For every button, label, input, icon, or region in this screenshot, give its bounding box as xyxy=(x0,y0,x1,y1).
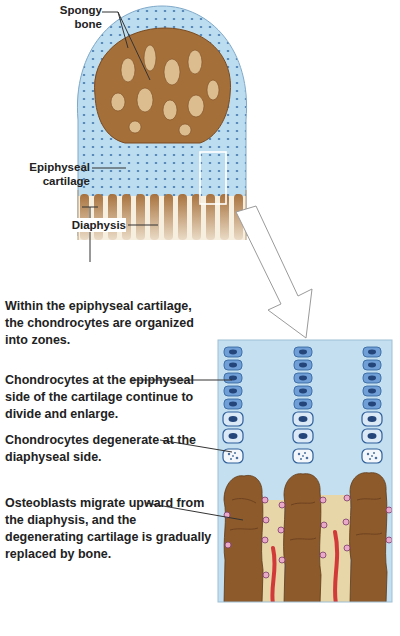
osteoblast xyxy=(343,519,349,525)
detail-view xyxy=(218,340,392,602)
spongy-bone xyxy=(95,28,231,143)
blood-vessel xyxy=(272,548,274,602)
chondrocyte xyxy=(224,347,242,357)
note-text: Within the epiphyseal cartilage, the cho… xyxy=(5,298,213,349)
marrow-space xyxy=(179,124,191,136)
bone-column xyxy=(122,194,131,240)
striation xyxy=(357,498,381,500)
enlarged-chondrocyte xyxy=(223,429,243,443)
osteoblast xyxy=(279,557,285,563)
striation xyxy=(290,538,316,540)
blood-vessel xyxy=(335,532,337,602)
leader-line xyxy=(102,12,128,48)
osteoblast xyxy=(263,572,269,578)
osteoblast xyxy=(263,517,269,523)
zoom-box xyxy=(200,152,226,204)
bone-column xyxy=(108,194,117,240)
zoom-arrow xyxy=(236,206,312,338)
bone-column xyxy=(178,194,187,240)
chondrocyte xyxy=(363,373,381,383)
striation xyxy=(232,499,256,503)
enlarged-chondrocyte xyxy=(223,412,243,426)
enlarged-chondrocyte xyxy=(362,412,382,426)
note-text: Osteoblasts migrate upward from the diap… xyxy=(5,495,213,563)
osteoblast xyxy=(386,507,392,513)
osteoblast xyxy=(320,497,326,503)
chondrocyte xyxy=(363,347,381,357)
chondrocyte xyxy=(363,386,381,396)
marrow-space xyxy=(111,93,125,111)
marrow-space xyxy=(137,88,153,112)
enlarged-chondrocyte xyxy=(293,412,313,426)
bone-column xyxy=(164,194,173,240)
enlarged-chondrocyte xyxy=(362,429,382,443)
degenerating-chondrocyte xyxy=(293,449,313,463)
marrow-space xyxy=(129,121,141,133)
chondrocyte xyxy=(224,386,242,396)
marrow-space xyxy=(188,50,202,74)
osteoblast xyxy=(225,542,231,548)
bracket xyxy=(82,207,98,262)
bone-trabeculae xyxy=(224,473,387,602)
chondrocyte xyxy=(224,399,242,409)
marrow-space xyxy=(207,80,219,100)
marrow-space xyxy=(144,45,156,71)
osteoblast xyxy=(386,537,392,543)
osteoblast xyxy=(344,495,350,501)
note-text: Chondrocytes degenerate at the diaphysea… xyxy=(5,432,213,466)
bone-column xyxy=(80,194,89,240)
chondrocyte xyxy=(294,386,312,396)
striation xyxy=(230,528,258,530)
trabecula xyxy=(350,473,387,602)
osteoblast xyxy=(262,537,268,543)
bone-edge xyxy=(78,190,79,240)
chondrocyte-columns xyxy=(223,347,382,463)
marrow-space xyxy=(121,58,135,82)
bone-column xyxy=(150,194,159,240)
trabecula xyxy=(224,475,263,602)
osteoblast xyxy=(344,545,350,551)
marrow-space xyxy=(163,100,177,120)
detail-frame xyxy=(218,340,392,602)
enlarged-chondrocyte xyxy=(293,429,313,443)
bone-column xyxy=(220,194,229,240)
chondrocyte xyxy=(363,360,381,370)
marrow-spaces xyxy=(111,45,219,136)
part-label: Diaphysis xyxy=(52,218,126,232)
note-text: Chondrocytes at the epiphyseal side of t… xyxy=(5,372,213,423)
leader-line xyxy=(92,168,126,169)
blood-vessels xyxy=(272,532,337,602)
trabecula xyxy=(284,474,321,602)
osteoblast xyxy=(320,552,326,558)
osteoblast xyxy=(321,522,327,528)
striation xyxy=(356,533,382,535)
chondrocyte xyxy=(294,347,312,357)
chondrocyte xyxy=(224,373,242,383)
chondrocyte xyxy=(363,399,381,409)
degenerating-chondrocyte xyxy=(362,449,382,463)
leader-line xyxy=(128,225,158,226)
marrow-space xyxy=(164,59,180,85)
bone-column xyxy=(94,194,103,240)
chondrocyte xyxy=(294,360,312,370)
osteoblasts xyxy=(224,495,392,578)
chondrocyte xyxy=(294,399,312,409)
bone-column xyxy=(206,194,215,240)
marrow-space xyxy=(188,95,204,117)
trabecula-striations xyxy=(230,498,382,540)
leader-line xyxy=(118,12,150,80)
bone-columns xyxy=(80,194,243,240)
osteoblast xyxy=(278,527,284,533)
striation xyxy=(291,502,315,505)
chondrocyte xyxy=(294,373,312,383)
part-label: Spongy bone xyxy=(40,3,102,31)
chondrocyte xyxy=(224,360,242,370)
bone-column xyxy=(136,194,145,240)
part-label: Epiphyseal cartilage xyxy=(16,160,90,188)
osteoblast xyxy=(279,502,285,508)
osteoblast xyxy=(262,497,268,503)
